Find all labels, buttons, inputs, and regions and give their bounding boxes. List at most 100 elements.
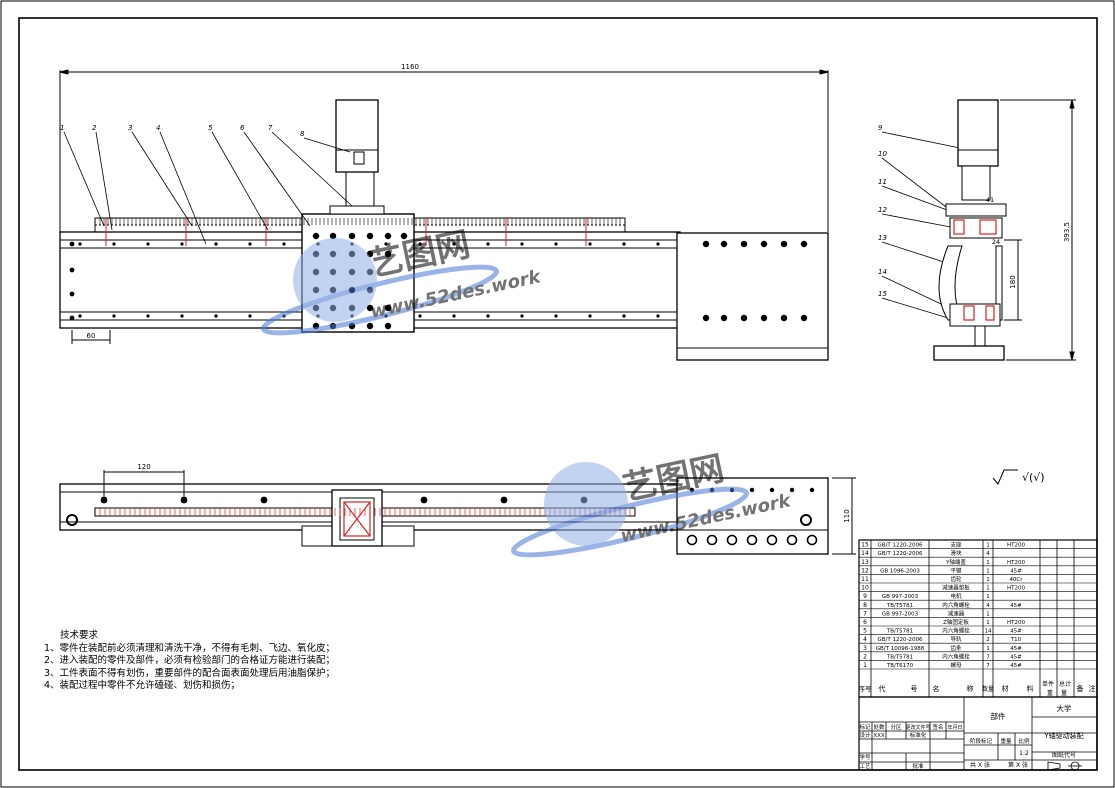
- bom-cell-name: 导轨: [950, 635, 962, 643]
- bom-cell-name: 齿轮: [950, 575, 962, 583]
- bom-cell-qty: 7: [986, 654, 990, 660]
- bom-cell-material: 45#: [1010, 646, 1022, 652]
- tb-approve: 批准: [912, 762, 924, 770]
- bom-cell-no: 15: [861, 542, 869, 549]
- mounting-hole: [329, 232, 337, 240]
- tb-drawing-no: 图纸代号: [1052, 751, 1076, 759]
- balloon-10: 10: [878, 150, 887, 158]
- top-hole: [100, 496, 108, 504]
- bom-cell-name: Z轴固定板: [943, 618, 969, 626]
- rail-screw: [112, 242, 116, 246]
- rail-screw: [588, 242, 592, 246]
- end-block-hole: [702, 314, 710, 322]
- bom-cell-no: 1: [863, 662, 867, 669]
- top-hole: [180, 496, 188, 504]
- balloon-13: 13: [878, 234, 887, 242]
- bom-cell-no: 4: [863, 636, 867, 643]
- rail-screw: [146, 314, 150, 318]
- bom-header-remark: 备: [1077, 684, 1084, 693]
- title-block: [858, 696, 1098, 771]
- mounting-hole: [384, 304, 392, 312]
- bom-cell-qty: 1: [986, 594, 990, 600]
- bom-cell-name: 内六角螺栓: [942, 652, 970, 660]
- bom-cell-no: 14: [861, 550, 869, 557]
- title-block-text: 部件 大学 Y轴驱动装配 阶段标记 重量 比例 1:2 图纸代号 共 X 张 第…: [859, 703, 1084, 771]
- roughness-text: √(√): [1022, 471, 1045, 484]
- top-corner-hole: [66, 514, 78, 526]
- dim-393-5: 393.5: [1063, 222, 1071, 242]
- rail-end-hole: [69, 267, 75, 273]
- mounting-hole: [348, 232, 356, 240]
- rail-screw: [248, 242, 252, 246]
- bom-cell-code: TB/T5781: [886, 654, 913, 660]
- bom-cell-name: 螺母: [950, 661, 962, 669]
- rail-screw: [452, 242, 456, 246]
- bom-cell-name: 齿条: [950, 644, 962, 652]
- bom-cell-qty: 1: [986, 568, 990, 574]
- bom-header-total-weight: 总计: [1059, 680, 1071, 688]
- bom-cell-qty: 1: [986, 560, 990, 566]
- rail-screw: [520, 242, 524, 246]
- bom-header-no: 序号: [859, 684, 873, 693]
- end-block-hole: [760, 240, 768, 248]
- tb-designer-name: XXX: [873, 733, 885, 739]
- bill-of-materials: [858, 539, 1098, 698]
- tb-school: 大学: [1057, 703, 1073, 713]
- bom-cell-qty: 14: [985, 629, 992, 635]
- bom-cell-material: 45#: [1010, 654, 1022, 660]
- bom-cell-qty: 1: [986, 586, 990, 592]
- tb-scale-value: 1:2: [1019, 750, 1029, 757]
- bom-cell-qty: 1: [986, 543, 990, 549]
- balloon-8: 8: [300, 130, 305, 138]
- bom-cell-no: 11: [861, 576, 869, 583]
- balloon-4: 4: [156, 124, 160, 132]
- bom-cell-name: 内六角螺栓: [942, 627, 970, 635]
- bom-cell-material: HT200: [1007, 620, 1025, 626]
- rail-screw: [622, 314, 626, 318]
- bom-cell-code: GB 1096-2003: [880, 568, 920, 574]
- bom-rows: [859, 548, 1097, 670]
- tb-std: 标准化: [910, 731, 927, 739]
- mounting-hole: [312, 232, 320, 240]
- top-hole: [500, 496, 508, 504]
- dim-1160: 1160: [401, 63, 419, 71]
- bom-cell-name: 减速器: [948, 609, 965, 617]
- end-block-hole: [760, 314, 768, 322]
- rail-end-hole: [69, 291, 75, 297]
- bom-header-code2: 号: [911, 685, 918, 693]
- bom-cell-code: GB/T 1220-2006: [878, 637, 923, 643]
- rail-screw: [452, 314, 456, 318]
- rack-teeth: [99, 218, 621, 225]
- bom-cell-no: 5: [863, 628, 867, 635]
- end-block-hole: [720, 314, 728, 322]
- tb-count: 处数: [873, 723, 885, 731]
- surface-roughness-symbol: √(√): [992, 469, 1045, 485]
- bom-cell-no: 10: [861, 585, 869, 592]
- bom-cell-material: 40Cr: [1009, 577, 1023, 583]
- top-red-details: [343, 501, 371, 537]
- bom-cell-name: 内六角螺栓: [942, 601, 970, 609]
- tb-date: 年月日: [947, 724, 962, 731]
- top-hole: [420, 496, 428, 504]
- bom-cell-qty: 7: [986, 663, 990, 669]
- bom-cell-qty: 4: [986, 603, 990, 609]
- tb-craft: 工艺: [859, 763, 871, 770]
- dim-24: 24: [992, 238, 1000, 246]
- bom-cell-code: GB/T 1220-2006: [878, 543, 923, 549]
- mounting-hole: [384, 322, 392, 330]
- bom-cell-name: 支座: [950, 541, 962, 549]
- end-block-hole: [740, 314, 748, 322]
- side-view: [933, 99, 1076, 361]
- tech-item-1: 1、零件在装配前必须清理和清洗干净，不得有毛刺、飞边、氧化皮；: [44, 642, 336, 654]
- rail-screw: [180, 314, 184, 318]
- bom-cell-code: GB/T 10096-1988: [876, 646, 925, 652]
- bom-header-material: 材: [1002, 684, 1009, 693]
- end-block-hole: [800, 314, 808, 322]
- bom-cell-code: TB/T6170: [886, 663, 914, 669]
- rail-screw: [78, 242, 82, 246]
- rail-screw: [656, 314, 660, 318]
- bom-cell-material: 45#: [1010, 663, 1022, 669]
- dim-110: 110: [843, 509, 851, 522]
- top-end-hole: [766, 534, 778, 546]
- top-hole: [260, 496, 268, 504]
